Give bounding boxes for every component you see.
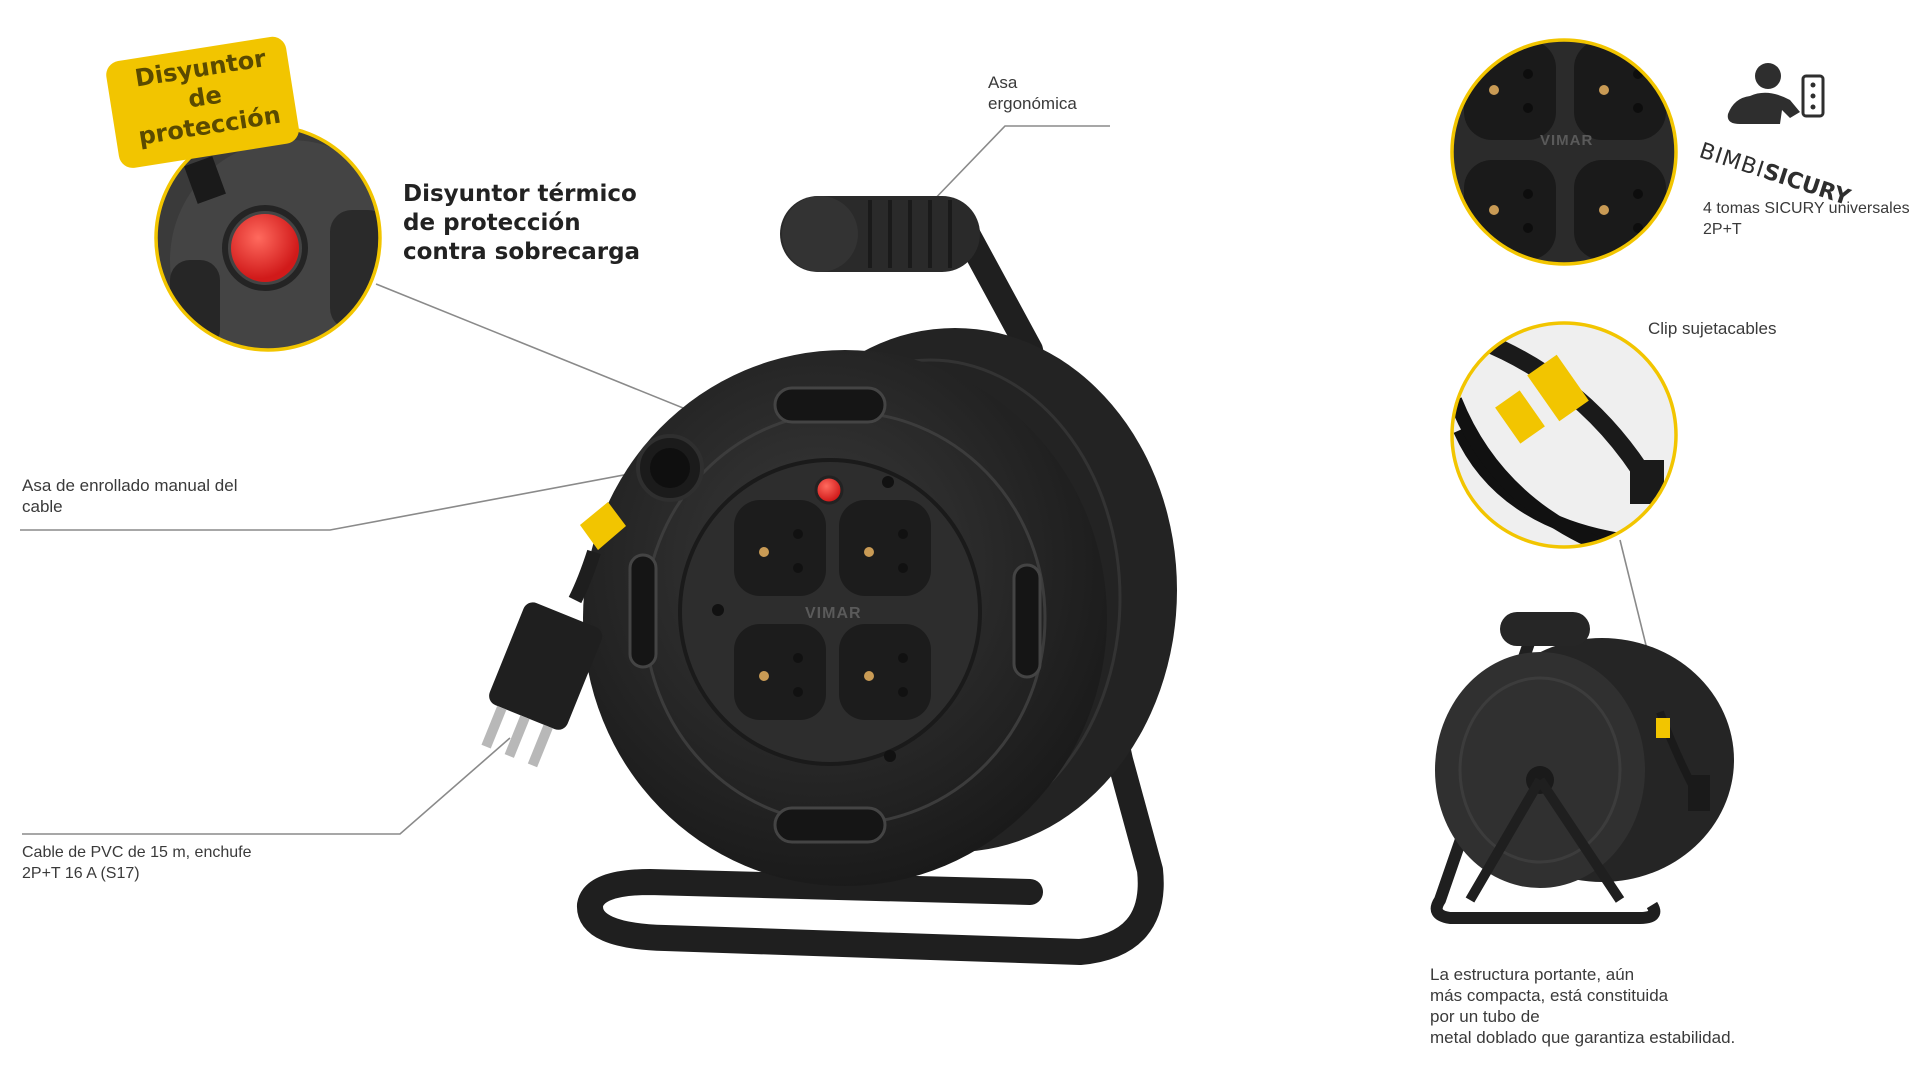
thermal-breaker-line-1: Disyuntor térmico (403, 181, 637, 207)
winding-handle-line-1: Asa de enrollado manual del (22, 476, 238, 495)
sockets-zoom-circle (1450, 38, 1678, 266)
sockets-label-line-1: 4 tomas SICURY universales (1703, 200, 1910, 217)
leader-handle (927, 125, 1110, 207)
reel-brand-logo: VIMAR (805, 605, 862, 622)
cable-clip (580, 502, 626, 550)
reel-stand (577, 219, 1164, 965)
leader-winding-handle (20, 470, 646, 531)
sockets-label-line-2: 2P+T (1703, 221, 1742, 238)
cable-label-line-2: 2P+T 16 A (S17) (22, 865, 140, 882)
winding-handle-label: Asa de enrollado manual del cable (22, 475, 237, 517)
structure-line-4: metal doblado que garantiza estabilidad. (1430, 1028, 1736, 1047)
structure-line-2: más compacta, está constituida (1430, 986, 1669, 1005)
thermal-breaker-title: Disyuntor térmico de protección contra s… (403, 180, 640, 267)
handle-label: Asa ergonómica (988, 72, 1077, 114)
structure-description: La estructura portante, aún más compacta… (1430, 964, 1735, 1048)
zoom-brand-logo: VIMAR (1540, 132, 1594, 149)
reel-sockets (734, 500, 931, 720)
child-safety-icon (1727, 63, 1800, 124)
main-cable-reel (481, 196, 1177, 965)
structure-line-3: por un tubo de (1430, 1007, 1540, 1026)
leader-cable (22, 737, 511, 835)
handle-label-line-2: ergonómica (988, 94, 1077, 113)
clip-zoom-circle (1450, 321, 1678, 549)
cable-label: Cable de PVC de 15 m, enchufe 2P+T 16 A … (22, 842, 251, 884)
breaker-badge (106, 36, 299, 168)
socket-icon (1801, 74, 1825, 118)
small-reel-side-view (1430, 612, 1734, 924)
winding-handle-line-2: cable (22, 497, 63, 516)
clip-label: Clip sujetacables (1648, 319, 1777, 338)
structure-line-1: La estructura portante, aún (1430, 965, 1635, 984)
thermal-breaker-line-2: de protección (403, 210, 581, 236)
sockets-label: 4 tomas SICURY universales 2P+T (1703, 198, 1910, 240)
cable-label-line-1: Cable de PVC de 15 m, enchufe (22, 844, 252, 861)
thermal-breaker-line-3: contra sobrecarga (403, 239, 641, 265)
plug-icon (481, 602, 603, 768)
thermal-breaker-button (814, 475, 844, 505)
handle-label-line-1: Asa (988, 73, 1018, 92)
